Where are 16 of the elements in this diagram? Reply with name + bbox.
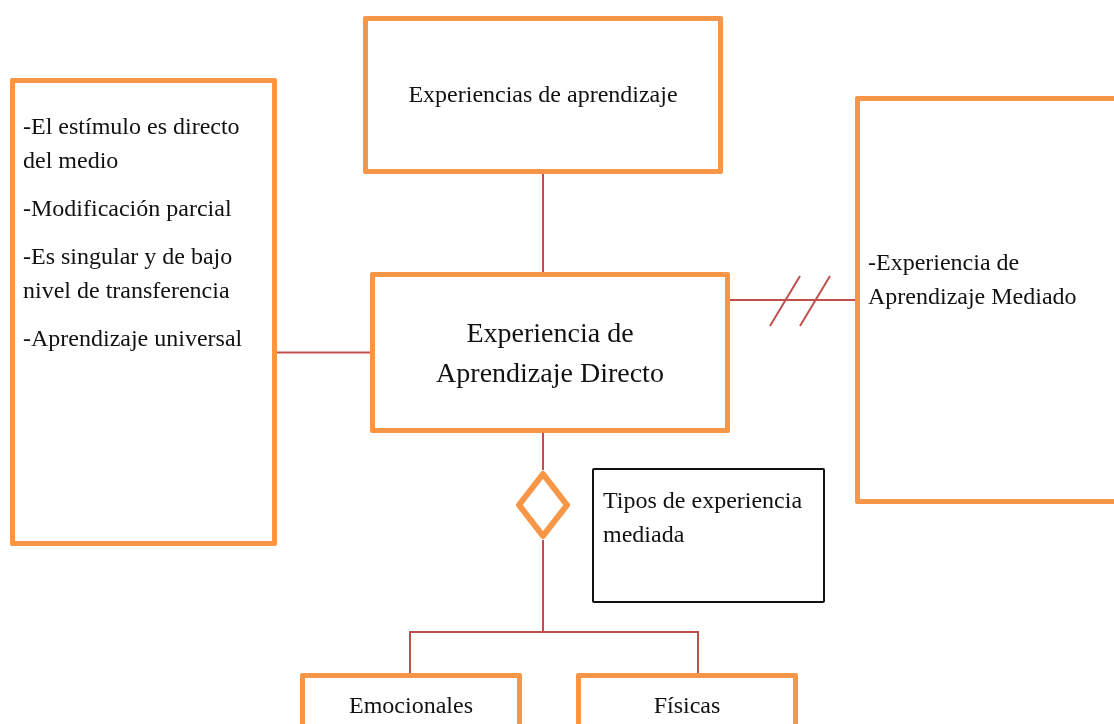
box-label: Experiencia de Aprendizaje Directo bbox=[435, 316, 665, 390]
box-label: Emocionales bbox=[349, 692, 473, 719]
list-item: -Modificación parcial bbox=[23, 194, 233, 224]
list-item: -Es singular y de bajo nivel de transferencia bbox=[23, 242, 234, 306]
note-box bbox=[592, 468, 825, 603]
process-box bbox=[370, 272, 730, 433]
list-item: -El estímulo es directo del medio bbox=[23, 112, 241, 176]
note-box bbox=[10, 78, 277, 546]
process-box bbox=[363, 16, 723, 174]
list-item: -Aprendizaje universal bbox=[23, 324, 244, 354]
box-label: -Experiencia de Aprendizaje Mediado bbox=[868, 248, 1078, 311]
box-label: Tipos de experiencia mediada bbox=[603, 486, 804, 549]
box-label: Físicas bbox=[653, 692, 721, 719]
process-box bbox=[855, 96, 1114, 504]
box-label: Experiencias de aprendizaje bbox=[408, 80, 678, 110]
diamond-shape bbox=[515, 470, 571, 540]
